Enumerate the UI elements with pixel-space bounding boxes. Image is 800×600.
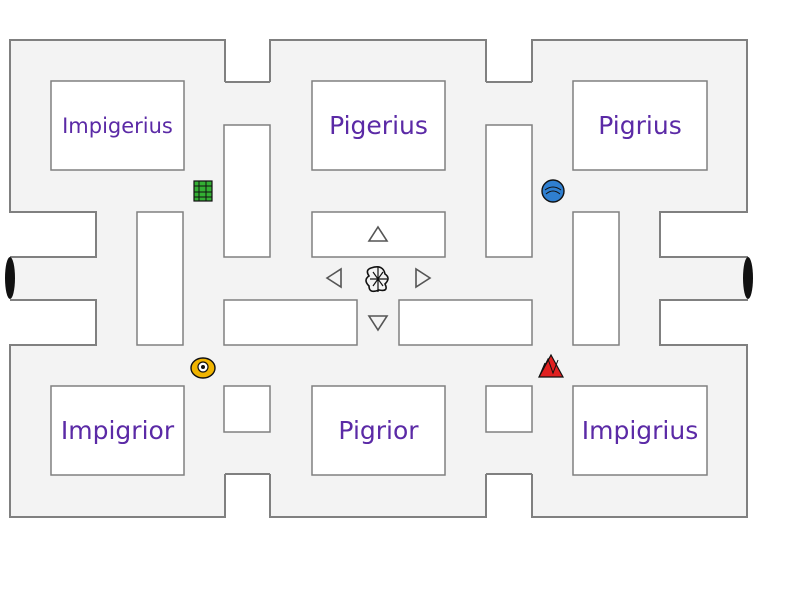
left-arrow-icon[interactable] (321, 265, 347, 291)
corridor-walls (10, 81, 748, 475)
red-player-token[interactable] (536, 351, 566, 381)
blue-player-token[interactable] (538, 176, 568, 206)
up-arrow-icon[interactable] (365, 222, 391, 248)
green-player-token[interactable] (188, 176, 218, 206)
left-portal[interactable] (4, 256, 16, 300)
down-arrow-icon[interactable] (365, 309, 391, 335)
black-player-token[interactable] (361, 262, 395, 296)
yellow-player-token[interactable] (188, 353, 218, 383)
inner-walls (50, 80, 708, 476)
right-portal[interactable] (742, 256, 754, 300)
right-arrow-icon[interactable] (410, 265, 436, 291)
